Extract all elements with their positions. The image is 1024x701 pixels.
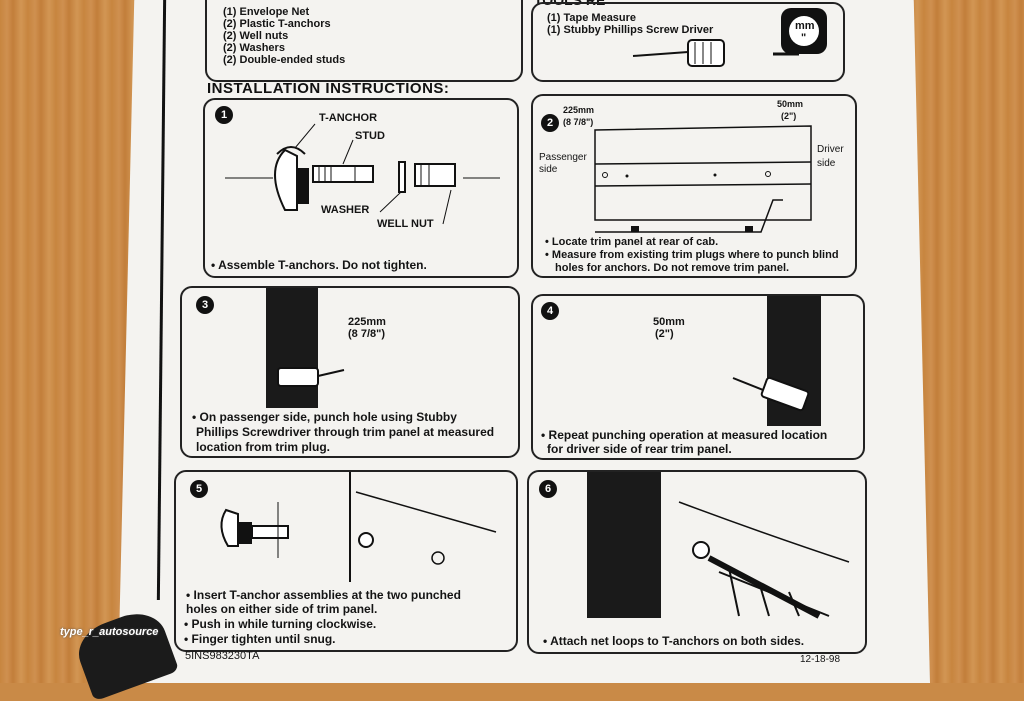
punch-screwdriver-diagram (277, 367, 345, 387)
label-stud: STUD (355, 130, 385, 142)
step-6-panel: 6 • Attach net loops to T-anchors on bot… (527, 470, 867, 654)
measurement-50mm: 50mm (777, 99, 804, 109)
tools-item: (1) Stubby Phillips Screw Driver (547, 24, 714, 36)
pillar-shading (587, 472, 661, 618)
step-number: 1 (215, 106, 233, 124)
tools-heading: TOOLS RE (534, 0, 606, 8)
label-passenger-side: side (539, 164, 558, 175)
measurement-8-7-8-inch: (8 7/8") (348, 328, 386, 340)
label-passenger: Passenger (539, 152, 587, 163)
parts-item: (1) Envelope Net (223, 6, 310, 18)
step-caption: holes for anchors. Do not remove trim pa… (555, 262, 790, 274)
label-driver: Driver (817, 144, 844, 155)
parts-list-box: (1) Envelope Net (2) Plastic T-anchors (… (205, 0, 523, 82)
net-attachment-diagram (678, 501, 850, 619)
trim-panel-diagram (594, 125, 812, 233)
punch-screwdriver-diagram (732, 376, 810, 412)
step-caption: location from trim plug. (196, 440, 330, 454)
pillar-shading (266, 288, 318, 408)
measurement-225mm: 225mm (348, 316, 386, 328)
tools-item: (1) Tape Measure (547, 12, 637, 24)
t-anchor-insert-diagram (220, 502, 289, 558)
t-anchor-assembly-diagram (225, 123, 500, 225)
label-washer: WASHER (321, 204, 370, 216)
trim-panel-anchor-diagram (349, 472, 497, 582)
screwdriver-icon (632, 39, 725, 67)
tools-list-box: (1) Tape Measure (1) Stubby Phillips Scr… (531, 2, 845, 82)
step-caption: Phillips Screwdriver through trim panel … (196, 425, 495, 439)
step-1-panel: 1 T-ANCHOR STUD WASHER WELL NUT • Assemb… (203, 98, 519, 278)
step-number: 5 (190, 480, 208, 498)
measurement-2-inch: (2") (781, 111, 797, 121)
step-caption: • Attach net loops to T-anchors on both … (543, 634, 805, 648)
step-caption: • Push in while turning clockwise. (184, 617, 377, 631)
label-t-anchor: T-ANCHOR (319, 112, 378, 124)
watermark: type_r_autosource (60, 626, 159, 638)
label-driver-side: side (817, 158, 836, 169)
step-caption: • Insert T-anchor assemblies at the two … (186, 588, 461, 602)
step-2-panel: 2 225mm (8 7/8") 50mm (2") Passenger sid… (531, 94, 857, 278)
step-4-panel: 4 50mm (2") • Repeat punching operation … (531, 294, 865, 460)
step-number: 6 (539, 480, 557, 498)
measurement-50mm: 50mm (653, 316, 685, 328)
footer-code: 5INS983230TA (185, 650, 260, 662)
parts-item: (2) Well nuts (223, 30, 289, 42)
parts-item: (2) Double-ended studs (223, 54, 346, 66)
label-well-nut: WELL NUT (377, 218, 434, 230)
step-caption: • Repeat punching operation at measured … (541, 428, 828, 442)
step-caption: for driver side of rear trim panel. (547, 442, 732, 456)
step-number: 4 (541, 302, 559, 320)
step-5-panel: 5 • Insert T-anchor assemblies at the tw… (174, 470, 518, 652)
footer-date: 12-18-98 (800, 654, 841, 665)
measurement-2-inch: (2") (655, 328, 674, 340)
step-caption: • Assemble T-anchors. Do not tighten. (211, 258, 427, 272)
tape-measure-label-inch: " (801, 32, 807, 44)
parts-item: (2) Washers (223, 42, 285, 54)
step-caption: • Locate trim panel at rear of cab. (545, 236, 719, 248)
step-caption: • Finger tighten until snug. (184, 632, 336, 646)
installation-heading: INSTALLATION INSTRUCTIONS: (207, 80, 450, 97)
step-caption: holes on either side of trim panel. (186, 602, 378, 616)
step-number: 3 (196, 296, 214, 314)
parts-item: (2) Plastic T-anchors (223, 18, 331, 30)
measurement-8-7-8-inch: (8 7/8") (563, 117, 594, 127)
step-caption: • Measure from existing trim plugs where… (545, 249, 839, 261)
step-3-panel: 3 225mm (8 7/8") • On passenger side, pu… (180, 286, 520, 458)
tape-measure-icon (773, 8, 827, 56)
step-number: 2 (541, 114, 559, 132)
measurement-225mm: 225mm (563, 105, 595, 115)
step-caption: • On passenger side, punch hole using St… (192, 410, 457, 424)
tape-measure-label: mm (795, 20, 815, 32)
